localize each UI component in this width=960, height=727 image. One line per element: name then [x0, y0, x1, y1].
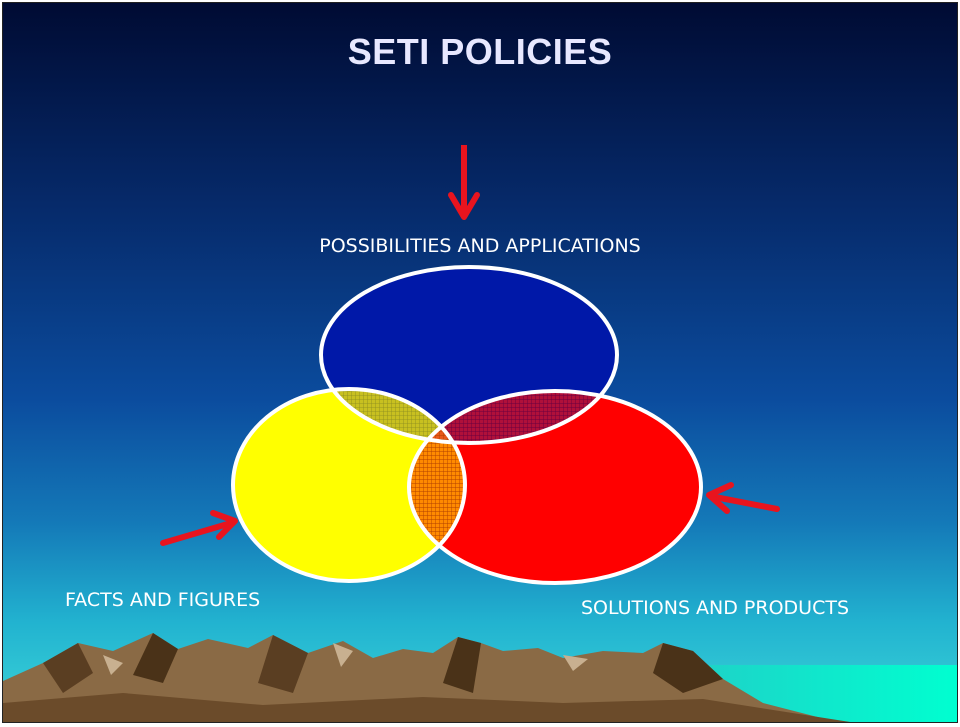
set-left-facts: [233, 389, 465, 581]
label-solutions: SOLUTIONS AND PRODUCTS: [581, 597, 850, 619]
arrow-down-top: [448, 145, 480, 220]
slide-title: SETI POLICIES: [347, 31, 613, 72]
label-possibilities: POSSIBILITIES AND APPLICATIONS: [319, 235, 641, 257]
arrow-left-facts: [160, 510, 238, 546]
overlap-top-right: [409, 391, 617, 443]
mountain-range: [3, 633, 851, 722]
arrow-right-solutions: [706, 482, 780, 514]
label-facts: FACTS AND FIGURES: [65, 589, 261, 611]
slide-canvas: [3, 3, 957, 722]
venn-diagram: [231, 265, 703, 585]
